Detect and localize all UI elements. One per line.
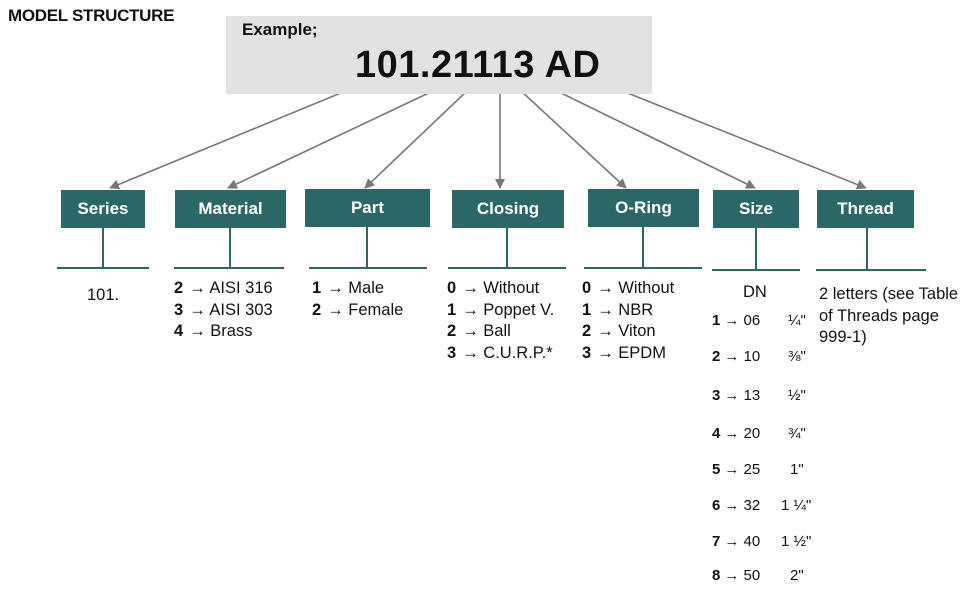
closing-item: 1→ Poppet V.: [447, 300, 555, 319]
size-item: 5→ 25: [712, 461, 761, 478]
material-item: 4→ Brass: [174, 322, 253, 340]
closing-rule: [448, 267, 566, 269]
series-stem: [102, 228, 104, 268]
oring-connector: [519, 89, 627, 189]
size-item: 4→ 20: [712, 425, 761, 442]
size-item: 2→ 10: [712, 348, 761, 365]
example-box: [226, 16, 652, 94]
size-item: 7→ 40: [712, 533, 761, 550]
size-inch: 2": [790, 567, 804, 584]
closing-item: 3→ C.U.R.P.*: [447, 343, 553, 362]
size-inch: 1": [790, 461, 804, 478]
oring-stem: [642, 227, 644, 268]
thread-note: 2 letters (see Table of Threads page 999…: [819, 285, 959, 346]
size-item: 1→ 06: [712, 312, 761, 329]
header-size: Size: [713, 190, 799, 228]
size-inch: ½": [788, 387, 806, 404]
thread-connector: [572, 89, 867, 190]
oring-item: 0→ Without: [582, 279, 675, 297]
size-inch: 1 ½": [781, 533, 812, 550]
example-label: Example;: [242, 20, 318, 39]
closing-item: 0→ Without: [447, 279, 540, 297]
material-rule: [174, 267, 284, 269]
material-item: 3→ AISI 303: [174, 300, 273, 319]
oring-list: 0→ Without 1→ NBR 2→ Viton 3→ EPDM: [582, 278, 674, 364]
material-item: 2→ AISI 316: [174, 279, 273, 297]
header-thread: Thread: [817, 190, 914, 228]
size-item: 3→ 13: [712, 387, 761, 404]
series-item: 101.: [87, 286, 120, 304]
oring-item: 2→ Viton: [582, 322, 656, 340]
size-rule: [712, 269, 800, 271]
thread-stem: [866, 228, 868, 270]
example-code: 101.21113 AD: [355, 44, 601, 86]
material-list: 2→ AISI 316 3→ AISI 303 4→ Brass: [174, 278, 273, 343]
oring-item: 1→ NBR: [582, 300, 654, 319]
size-inch: ⅜": [788, 348, 806, 365]
size-inch: ¾": [788, 425, 806, 442]
series-connector: [109, 89, 425, 190]
header-series: Series: [61, 190, 145, 228]
series-rule: [57, 267, 149, 269]
header-closing: Closing: [452, 190, 564, 228]
header-part: Part: [305, 189, 430, 227]
size-stem: [755, 228, 757, 270]
material-connector: [227, 89, 436, 189]
part-item: 1→ Male: [312, 279, 385, 297]
size-inch: 1 ¼": [781, 497, 812, 514]
oring-rule: [584, 267, 702, 269]
size-item: 8→ 50: [712, 567, 761, 584]
part-stem: [366, 227, 368, 268]
material-stem: [229, 228, 231, 268]
size-item: 6→ 32: [712, 497, 761, 514]
part-list: 1→ Male 2→ Female: [312, 278, 403, 321]
page-title: MODEL STRUCTURE: [8, 6, 175, 25]
closing-stem: [506, 228, 508, 268]
size-connector: [554, 89, 756, 189]
closing-item: 2→ Ball: [447, 322, 511, 340]
part-rule: [309, 267, 427, 269]
closing-list: 0→ Without 1→ Poppet V. 2→ Ball 3→ C.U.R…: [447, 278, 554, 364]
part-connector: [364, 89, 469, 189]
size-dn-label: DN: [743, 283, 767, 301]
size-inch: ¼": [788, 312, 806, 329]
header-material: Material: [175, 190, 286, 228]
header-oring: O-Ring: [588, 189, 699, 227]
thread-rule: [816, 269, 926, 271]
oring-item: 3→ EPDM: [582, 343, 666, 362]
series-value: 101.: [87, 285, 119, 307]
part-item: 2→ Female: [312, 300, 404, 319]
